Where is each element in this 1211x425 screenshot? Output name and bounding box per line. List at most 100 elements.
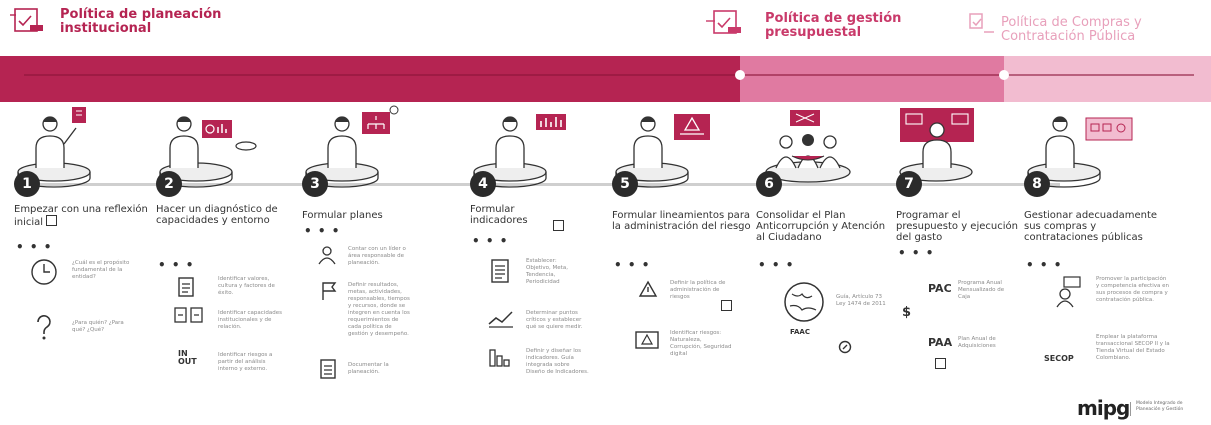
person-procurement-illustration <box>1027 116 1133 188</box>
policy-title-planeacion: Política de planeación institucional <box>60 7 222 36</box>
step-7: 7 Programar el presupuesto y ejecución d… <box>896 100 1038 400</box>
policy-document-icon <box>969 13 994 33</box>
step-4: 4 Formular indicadores • • • Establecer:… <box>470 100 612 400</box>
document-icon <box>721 300 732 311</box>
logo-tagline: Modelo Integrado de Planeación y Gestión <box>1136 401 1184 412</box>
mipg-logo: mipg <box>1077 396 1130 420</box>
person-at-podium-illustration <box>17 107 91 188</box>
step-title: Formular indicadores <box>470 204 528 226</box>
risk-identification-icon <box>635 331 659 349</box>
step-dots: • • • <box>304 224 341 238</box>
trend-line-icon <box>488 311 513 328</box>
pac-label: PAC <box>928 282 952 295</box>
step-dots: • • • <box>472 234 509 248</box>
step-1: 1 Empezar con una reflexión inicial • • … <box>14 100 156 400</box>
in-label: IN <box>178 349 188 358</box>
step-dots: • • • <box>158 258 195 272</box>
step-title: Formular planes <box>302 210 383 221</box>
flag-icon <box>322 282 337 300</box>
capacity-boxes-icon <box>174 307 203 323</box>
step-number-badge: 6 <box>756 171 782 197</box>
policy-band-presupuestal <box>740 56 1004 102</box>
step-title: Consolidar el Plan Anticorrupción y Aten… <box>756 210 886 243</box>
step-item-text: Determinar puntos críticos y establecer … <box>526 310 583 330</box>
step-item-text: Plan Anual de Adquisiciones <box>958 336 996 349</box>
out-label: OUT <box>178 357 197 366</box>
step-item-text: Guía, Artículo 73 Ley 1474 de 2011 <box>836 294 886 307</box>
step-item-text: Programa Anual Mensualizado de Caja <box>958 280 1005 300</box>
people-meeting-illustration <box>765 110 851 183</box>
step-number-badge: 8 <box>1024 171 1050 197</box>
bar-design-icon <box>489 349 510 367</box>
step-dots: • • • <box>1026 258 1063 272</box>
policy-document-icon <box>706 10 741 34</box>
document-icon <box>46 215 58 226</box>
policy-header-planeacion <box>10 6 48 38</box>
step-item-text: ¿Cuál es el propósito fundamental de la … <box>72 260 130 280</box>
step-title: Hacer un diagnóstico de capacidades y en… <box>156 204 278 226</box>
policy-header-compras <box>960 10 998 42</box>
participation-icon <box>1056 276 1081 308</box>
paa-label: PAA <box>928 336 953 349</box>
document-list-icon <box>320 359 336 379</box>
step-item-text: Documentar la planeación. <box>348 362 389 375</box>
step-number-badge: 4 <box>470 171 496 197</box>
step-item-text: Promover la participación y competencia … <box>1096 276 1169 303</box>
globe-icon <box>784 282 824 322</box>
clock-icon <box>31 259 57 285</box>
secop-label: SECOP <box>1044 354 1074 363</box>
step-dots: • • • <box>16 240 53 254</box>
document-icon <box>553 220 564 231</box>
policy-title-presupuestal: Política de gestión presupuestal <box>765 11 902 40</box>
step-3: 3 Formular planes • • • Contar con un lí… <box>302 100 444 400</box>
step-title: Gestionar adecuadamente sus compras y co… <box>1024 210 1158 243</box>
step-item-text: Identificar capacidades institucionales … <box>218 310 282 330</box>
step-title: Programar el presupuesto y ejecución del… <box>896 210 1018 243</box>
step-6: 6 Consolidar el Plan Anticorrupción y At… <box>756 100 898 400</box>
step-2: 2 Hacer un diagnóstico de capacidades y … <box>156 100 298 400</box>
step-dots: • • • <box>898 246 935 260</box>
dollar-icon: $ <box>902 305 912 320</box>
band-timeline-line <box>24 74 1194 76</box>
step-item-text: Identificar riesgos a partir del análisi… <box>218 352 273 372</box>
policy-band-compras <box>1004 56 1211 102</box>
policy-header-presupuestal <box>706 8 744 40</box>
logo-divider <box>1130 402 1131 416</box>
leader-icon <box>318 246 336 265</box>
step-item-text: Definir y diseñar los indicadores. Guía … <box>526 348 589 375</box>
step-dots: • • • <box>758 258 795 272</box>
step-number-badge: 3 <box>302 171 328 197</box>
person-with-bar-chart-illustration <box>473 114 566 188</box>
link-icon <box>838 340 852 354</box>
step-dots: • • • <box>614 258 651 272</box>
policy-title-compras: Política de Compras y Contratación Públi… <box>1001 15 1142 44</box>
step-8: 8 Gestionar adecuadamente sus compras y … <box>1024 100 1170 400</box>
step-number-badge: 7 <box>896 171 922 197</box>
step-number-badge: 1 <box>14 171 40 197</box>
step-number-badge: 2 <box>156 171 182 197</box>
step-item-text: Identificar valores, cultura y factores … <box>218 276 275 296</box>
step-item-text: Emplear la plataforma transaccional SECO… <box>1096 334 1170 361</box>
step-item-text: ¿Para quién? ¿Para qué? ¿Qué? <box>72 320 124 333</box>
step-item-text: Establecer: Objetivo, Meta, Tendencia, P… <box>526 258 568 285</box>
band-divider-dot <box>999 70 1009 80</box>
step-item-text: Definir resultados, metas, actividades, … <box>348 282 410 337</box>
step-5: 5 Formular lineamientos para la administ… <box>612 100 754 400</box>
step-number-badge: 5 <box>612 171 638 197</box>
policy-document-icon <box>10 8 43 32</box>
checklist-icon <box>178 277 194 297</box>
step-title: Formular lineamientos para la administra… <box>612 210 751 232</box>
step-item-text: Identificar riesgos: Naturaleza, Corrupc… <box>670 330 732 357</box>
indicator-sheet-icon <box>491 259 509 283</box>
steps-baseline <box>20 183 1060 186</box>
faac-label: FAAC <box>790 328 810 336</box>
step-item-text: Definir la política de administración de… <box>670 280 726 300</box>
document-icon <box>935 358 946 369</box>
step-title: Empezar con una reflexión inicial <box>14 204 154 228</box>
in-out-icon: IN OUT <box>178 350 197 366</box>
band-divider-dot <box>735 70 745 80</box>
warning-icon <box>638 280 658 297</box>
policy-band-planeacion <box>0 56 740 102</box>
step-item-text: Contar con un líder o área responsable d… <box>348 246 406 266</box>
step-title-text: Empezar con una reflexión inicial <box>14 204 148 228</box>
